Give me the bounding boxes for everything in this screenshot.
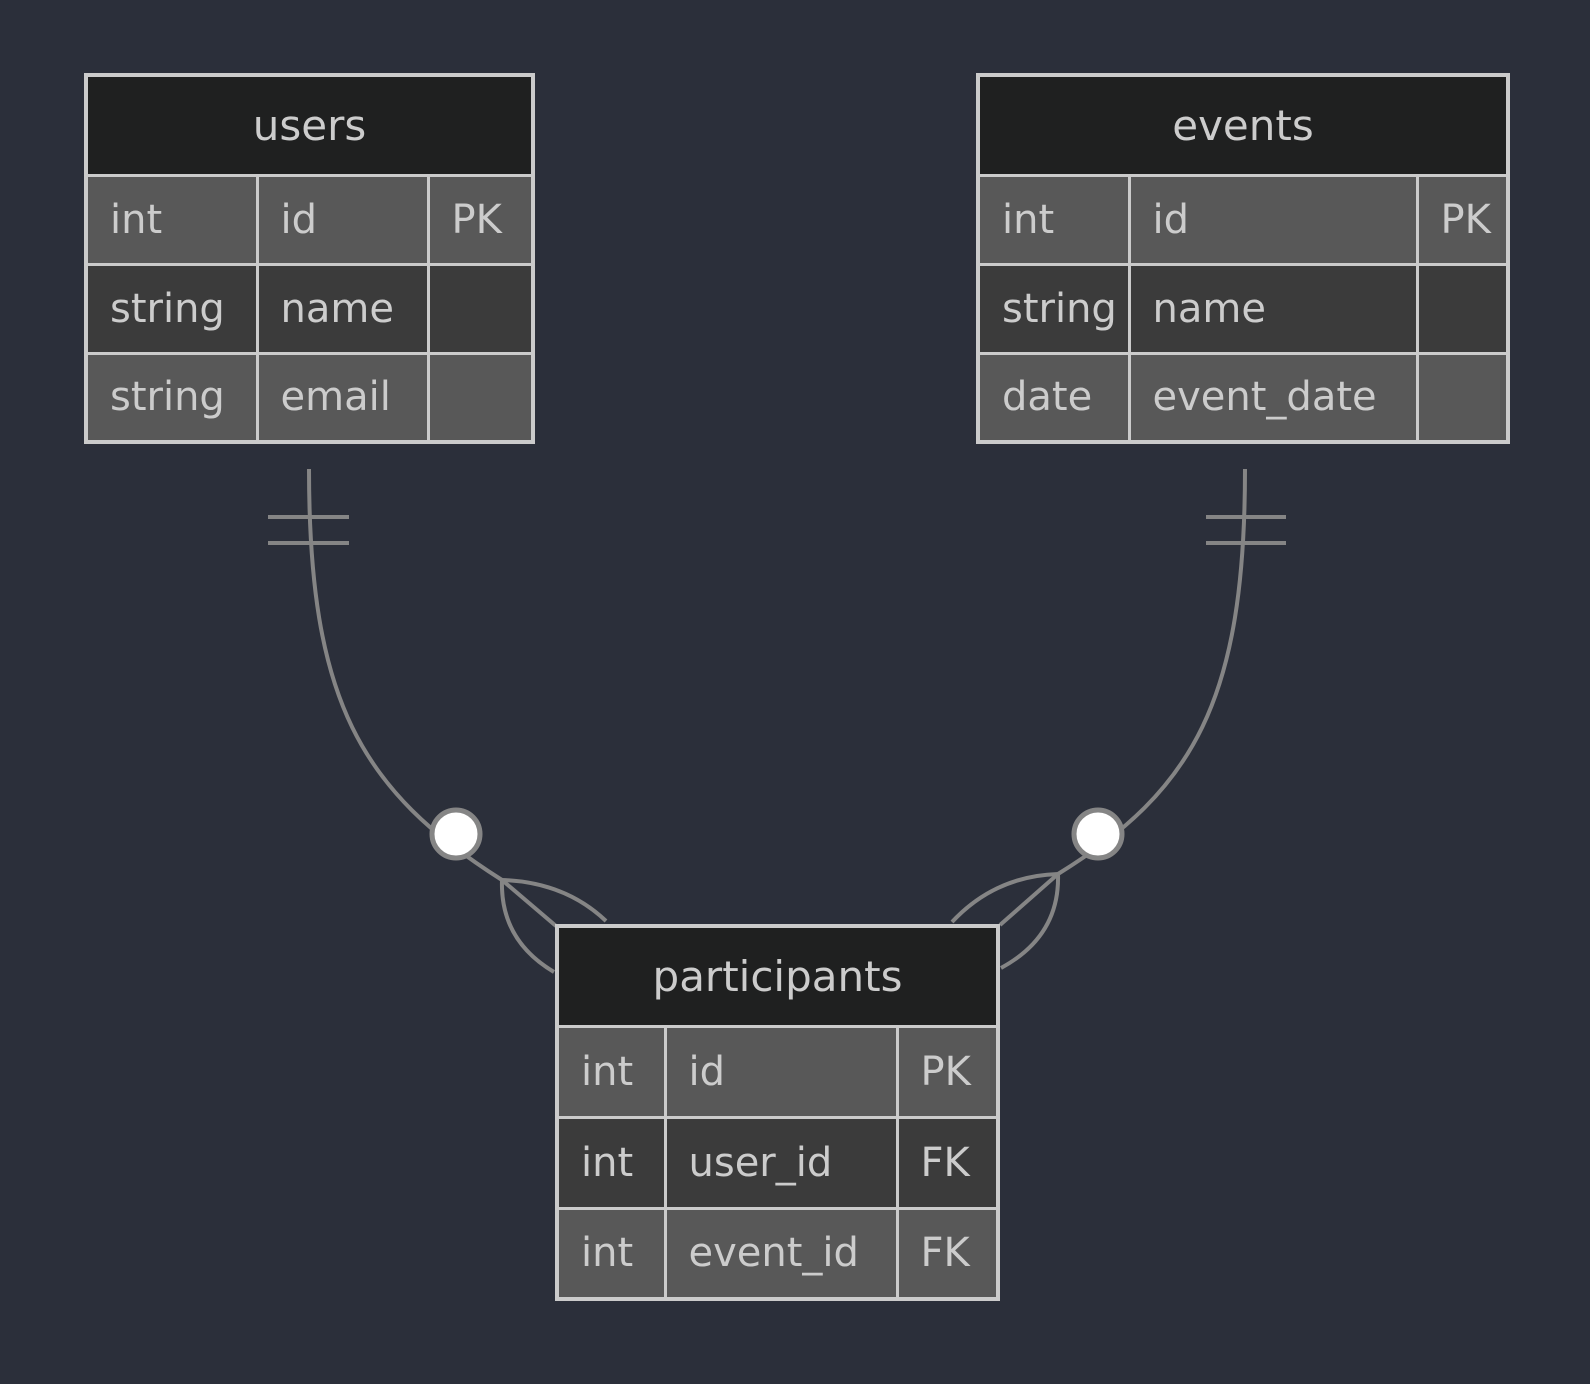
entity-events: events int id PK string name date event_… — [976, 73, 1510, 444]
attr-type: int — [555, 1115, 667, 1210]
attr-type: string — [976, 262, 1131, 355]
attr-name: name — [1127, 262, 1419, 355]
entity-title: participants — [555, 924, 1000, 1028]
attr-key — [1415, 351, 1510, 444]
attr-type: string — [84, 262, 259, 355]
attr-type: date — [976, 351, 1131, 444]
attr-name: id — [255, 173, 430, 266]
attribute-row: int event_id FK — [555, 1206, 1000, 1301]
attribute-row: string email — [84, 351, 535, 444]
entity-title: events — [976, 73, 1510, 177]
attr-name: user_id — [663, 1115, 899, 1210]
attr-key: PK — [1415, 173, 1510, 266]
attr-key — [426, 351, 535, 444]
attribute-row: int id PK — [84, 173, 535, 266]
attr-key — [426, 262, 535, 355]
attr-name: id — [1127, 173, 1419, 266]
attr-type: int — [555, 1024, 667, 1119]
attr-name: event_date — [1127, 351, 1419, 444]
zero-or-many-circle — [429, 807, 483, 861]
attribute-row: date event_date — [976, 351, 1510, 444]
entity-title: users — [84, 73, 535, 177]
attr-type: int — [84, 173, 259, 266]
attribute-row: int id PK — [555, 1024, 1000, 1119]
attribute-row: string name — [976, 262, 1510, 355]
attr-key: PK — [895, 1024, 1000, 1119]
attr-name: email — [255, 351, 430, 444]
attr-type: int — [555, 1206, 667, 1301]
zero-or-many-circle — [1071, 807, 1125, 861]
entity-users: users int id PK string name string email — [84, 73, 535, 444]
attr-name: event_id — [663, 1206, 899, 1301]
relationship-events-participants — [950, 468, 1286, 970]
crow-foot-prong — [950, 872, 1059, 924]
attribute-row: int id PK — [976, 173, 1510, 266]
attribute-row: int user_id FK — [555, 1115, 1000, 1210]
attr-key — [1415, 262, 1510, 355]
crow-foot-prong — [1000, 873, 1061, 970]
attr-key: FK — [895, 1115, 1000, 1210]
entity-participants: participants int id PK int user_id FK in… — [555, 924, 1000, 1301]
attr-type: int — [976, 173, 1131, 266]
attr-key: PK — [426, 173, 535, 266]
attr-type: string — [84, 351, 259, 444]
crow-foot-prong — [500, 878, 558, 928]
attr-name: id — [663, 1024, 899, 1119]
attr-key: FK — [895, 1206, 1000, 1301]
attr-name: name — [255, 262, 430, 355]
attribute-row: string name — [84, 262, 535, 355]
relationship-users-participants — [268, 468, 608, 974]
crow-foot-prong — [998, 872, 1060, 927]
crow-foot-prong — [501, 878, 608, 923]
crow-foot-prong — [499, 879, 556, 974]
